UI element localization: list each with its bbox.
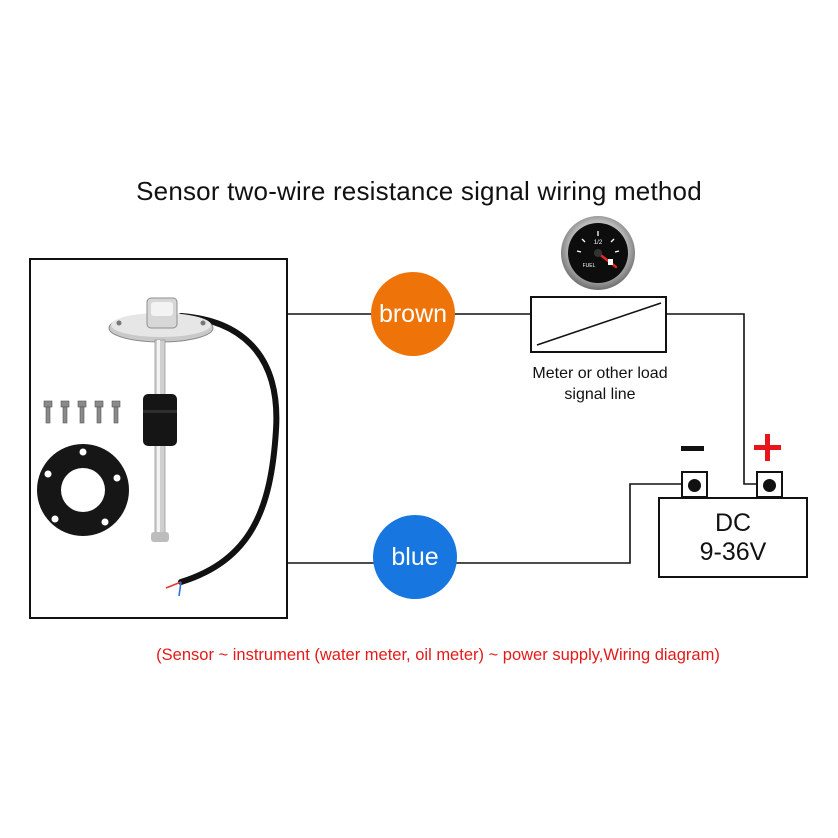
resistor-icon	[530, 296, 667, 353]
blue-wire-line	[288, 483, 681, 564]
fuel-gauge-icon: 1/2 FUEL	[561, 216, 635, 290]
brown-wire-label: brown	[371, 272, 455, 356]
meter-caption: Meter or other load signal line	[508, 363, 692, 405]
negative-sign-icon	[681, 446, 704, 451]
battery-label-dc: DC	[714, 509, 752, 537]
meter-caption-line1: Meter or other load	[532, 365, 668, 382]
negative-terminal	[681, 471, 708, 498]
positive-wire-line	[666, 313, 756, 485]
gauge-fuel-label: FUEL	[583, 263, 596, 269]
wiring-footnote: (Sensor ~ instrument (water meter, oil m…	[156, 646, 720, 664]
blue-wire-label: blue	[373, 515, 457, 599]
positive-sign-icon	[754, 434, 781, 461]
battery-label-voltage: 9-36V	[699, 538, 767, 566]
diagram-title: Sensor two-wire resistance signal wiring…	[136, 176, 702, 206]
positive-terminal	[756, 471, 783, 498]
sensor-product-panel	[29, 258, 288, 619]
fuel-level-sensor-icon	[108, 297, 280, 597]
screws-icon	[43, 400, 121, 424]
meter-caption-line2: signal line	[564, 386, 636, 403]
dc-power-supply: DC 9-36V	[658, 497, 808, 578]
gasket-icon	[37, 444, 129, 536]
gauge-half-mark: 1/2	[594, 240, 603, 246]
